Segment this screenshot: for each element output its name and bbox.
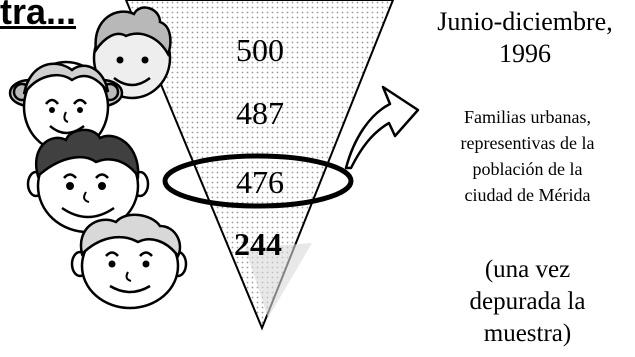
- description-line: ciudad de Mérida: [464, 185, 591, 205]
- description-line: población de la: [472, 159, 583, 179]
- note-line: muestra): [483, 320, 572, 347]
- note-line: depurada la: [469, 288, 586, 315]
- curved-arrow-icon: [344, 85, 420, 170]
- boy-face-bottom: [70, 213, 188, 310]
- boy-face-top: [92, 6, 172, 100]
- description-line: representivas de la: [460, 133, 595, 153]
- funnel-value-highlighted: 476: [236, 164, 284, 200]
- boy-face-middle: [26, 128, 150, 234]
- funnel-value-final: 244: [234, 226, 282, 262]
- funnel-value-1: 500: [236, 32, 284, 68]
- note-line: (una vez: [484, 256, 571, 283]
- date-line-2: 1996: [499, 39, 551, 68]
- funnel-value-2: 487: [236, 95, 284, 131]
- page-title: tra...: [0, 0, 77, 32]
- date-line-1: Junio-diciembre,: [437, 7, 613, 36]
- population-description: Familias urbanas, representivas de la po…: [420, 104, 635, 208]
- description-line: Familias urbanas,: [464, 107, 591, 127]
- highlight-ellipse: [162, 153, 354, 209]
- sample-note: (una vez depurada la muestra): [420, 254, 635, 350]
- children-faces-icon: [8, 6, 188, 310]
- date-range: Junio-diciembre, 1996: [415, 6, 635, 70]
